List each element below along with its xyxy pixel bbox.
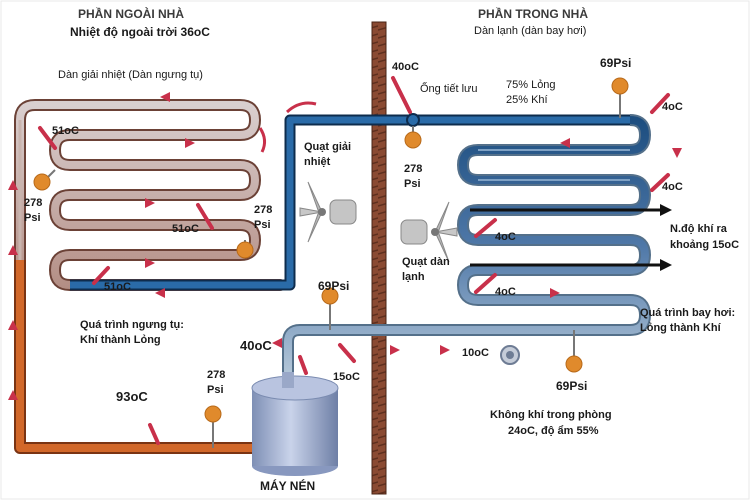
temp-evap-3: 4oC xyxy=(495,231,516,243)
indoor-heading: PHẦN TRONG NHÀ xyxy=(478,7,588,21)
temp-suction: 15oC xyxy=(333,371,360,383)
airflow-arrows xyxy=(470,204,672,271)
condenser-label: Dàn giải nhiệt (Dàn ngưng tụ) xyxy=(58,69,203,81)
condensation-process-2: Khí thành Lỏng xyxy=(80,334,161,346)
evaporation-process-1: Quá trình bay hơi: xyxy=(640,307,736,319)
room-air-1: Không khí trong phòng xyxy=(490,409,612,421)
pressure-cond-left-value: 278 xyxy=(24,197,43,209)
wall xyxy=(371,21,387,495)
flow-curve-1 xyxy=(285,101,317,114)
temp-evap-1: 4oC xyxy=(662,101,683,113)
outdoor-subheading: Nhiệt độ ngoài trời 36oC xyxy=(70,25,210,39)
condensation-process-1: Quá trình ngưng tụ: xyxy=(80,319,184,331)
evaporation-process-2: Lỏng thành Khí xyxy=(640,322,721,334)
accumulator xyxy=(500,345,520,365)
outlet-temp-2: khoảng 15oC xyxy=(670,239,740,251)
condenser-fan xyxy=(299,181,357,243)
indoor-subheading: Dàn lạnh (dàn bay hơi) xyxy=(474,25,587,37)
outdoor-fan-label-1: Quạt giải xyxy=(304,141,352,153)
temperature-pointers xyxy=(38,76,670,445)
temp-evap-2: 4oC xyxy=(662,181,683,193)
temp-cond-top: 51oC xyxy=(52,125,79,137)
pressure-valve-unit: Psi xyxy=(404,178,421,190)
indoor-fan-label-2: lạnh xyxy=(402,271,425,283)
pressure-discharge-unit: Psi xyxy=(207,384,224,396)
indoor-fan-label-1: Quạt dàn xyxy=(402,256,450,268)
pressure-valve-value: 278 xyxy=(404,163,423,175)
room-air-2: 24oC, độ ẩm 55% xyxy=(508,425,599,437)
temp-evap-out: 10oC xyxy=(462,347,489,359)
temp-discharge: 93oC xyxy=(116,389,148,404)
condenser-coil xyxy=(14,99,286,451)
temp-liquid-line: 40oC xyxy=(240,338,272,353)
temp-cond-bottom: 51oC xyxy=(104,281,131,293)
pressure-suction: 69Psi xyxy=(318,279,350,293)
pressure-evap-top: 69Psi xyxy=(600,56,632,70)
temp-valve-in: 40oC xyxy=(392,61,419,73)
outdoor-fan-label-2: nhiệt xyxy=(304,156,331,168)
pressure-cond-left-unit: Psi xyxy=(24,212,41,224)
compressor xyxy=(251,372,339,476)
flow-arrows xyxy=(8,92,682,400)
flow-curve-2 xyxy=(258,127,267,153)
expansion-valve xyxy=(406,113,420,127)
expansion-valve-label: Ống tiết lưu xyxy=(420,83,478,95)
mix-gas: 25% Khí xyxy=(506,94,548,106)
pressure-cond-right-unit: Psi xyxy=(254,219,271,231)
pressure-cond-right-value: 278 xyxy=(254,204,273,216)
pressure-discharge-value: 278 xyxy=(207,369,226,381)
compressor-label: MÁY NÉN xyxy=(260,479,316,493)
outdoor-heading: PHẦN NGOÀI NHÀ xyxy=(78,7,185,21)
mix-liquid: 75% Lỏng xyxy=(506,79,556,91)
temp-cond-mid: 51oC xyxy=(172,223,199,235)
pressure-gauges xyxy=(33,77,629,448)
outlet-temp-1: N.độ khí ra xyxy=(670,223,727,235)
evaporator-coil xyxy=(282,114,651,400)
evaporator-fan xyxy=(400,201,458,263)
temp-evap-4: 4oC xyxy=(495,286,516,298)
pressure-evap-bottom: 69Psi xyxy=(556,379,588,393)
